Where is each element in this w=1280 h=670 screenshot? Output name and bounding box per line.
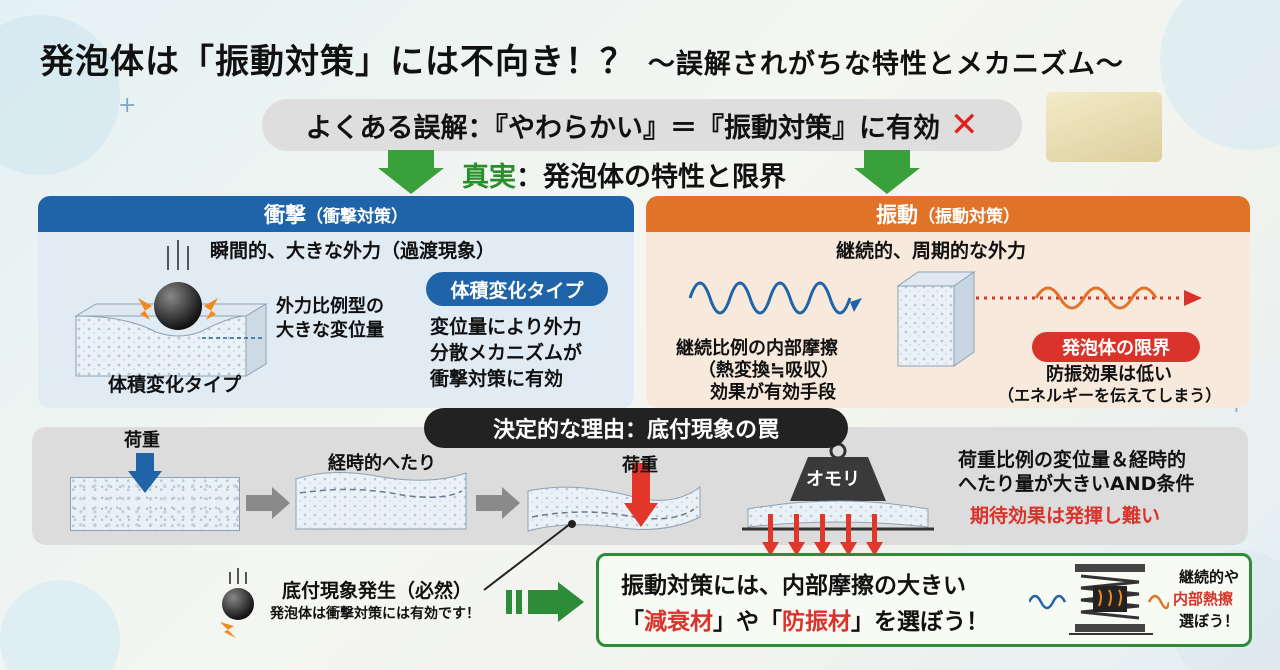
damping-material: 減衰材 — [644, 609, 713, 635]
truth-text: ：発泡体の特性と限界 — [516, 161, 786, 193]
foam-block-fatigued — [295, 472, 467, 530]
quote-open: 「 — [621, 609, 644, 635]
vibration-header-sub: （振動対策） — [918, 206, 1020, 227]
vibration-header: 振動 （振動対策） — [646, 196, 1250, 232]
conclusion-box: 振動対策には、内部摩擦の大きい 「減衰材」や「防振材」を選ぼう！ 継続的や 内部… — [596, 553, 1252, 647]
quote-close: 」 — [713, 609, 736, 635]
falling-ball-icon — [220, 568, 254, 638]
foam-block-bottomed — [527, 485, 701, 532]
callout-line2: 大きな変位量 — [276, 320, 384, 341]
limit-line1: 防振効果は低い — [1046, 364, 1172, 385]
side-line1: 継続的や — [1179, 568, 1240, 586]
conclusion-end: を選ぼう！ — [874, 609, 989, 635]
next-arrow-icon — [476, 487, 520, 519]
next-arrow-icon — [246, 487, 290, 519]
conjunction: や — [736, 609, 759, 635]
foam-label: 体積変化タイプ — [108, 374, 242, 396]
transmitted-wave-icon — [976, 286, 1202, 310]
title-main: 発泡体は「振動対策」には不向き！？ — [40, 42, 635, 82]
foam-photo — [1046, 92, 1162, 162]
down-arrow-icon — [378, 150, 444, 194]
conclusion-line1: 振動対策には、内部摩擦の大きい — [621, 573, 966, 599]
side-line3: 選ぼう！ — [1179, 612, 1240, 630]
anti-vibration-material: 防振材 — [782, 609, 851, 635]
callout-line1: 外力比例型の — [276, 296, 384, 317]
load-label-2: 荷重 — [622, 455, 658, 476]
page-title: 発泡体は「振動対策」には不向き！？ 〜誤解されがちな特性とメカニズム〜 — [40, 34, 1240, 90]
misconception-text: よくある誤解：『やわらかい』＝『振動対策』に有効 — [305, 112, 941, 144]
volume-type-pill: 体積変化タイプ — [426, 272, 608, 306]
load-label: 荷重 — [124, 430, 160, 451]
title-subtitle: 〜誤解されがちな特性とメカニズム〜 — [647, 49, 1124, 80]
foam-block-loaded — [70, 477, 240, 531]
weight-label: オモリ — [806, 469, 860, 490]
misconception-bar: よくある誤解：『やわらかい』＝『振動対策』に有効 ✕ — [262, 99, 1022, 151]
impact-header-sub: （衝撃対策） — [306, 206, 408, 227]
quote-close: 」 — [851, 609, 874, 635]
conclusion-arrow-icon — [506, 582, 584, 622]
foam-limit-pill: 発泡体の限界 — [1032, 332, 1200, 362]
down-arrow-icon — [854, 150, 920, 194]
friction-line3: 効果が有効手段 — [710, 382, 836, 403]
decisive-reason-banner: 決定的な理由：底付現象の罠 — [424, 408, 848, 448]
friction-line2: （熱変換≒吸収） — [698, 360, 840, 381]
transmitted-force-arrows-icon — [762, 514, 883, 556]
wave-icon — [688, 281, 862, 315]
quote-open: 「 — [759, 609, 782, 635]
load-down-arrow-icon — [128, 453, 162, 493]
pointer-line — [483, 520, 576, 591]
impact-description: 瞬間的、大きな外力（過渡現象） — [210, 240, 496, 262]
condition-line1: 荷重比例の変位量＆経時的 — [958, 449, 1187, 471]
fatigue-label: 経時的へたり — [328, 453, 436, 474]
mechanism-line1: 変位量により外力 — [430, 316, 582, 338]
impact-foam-illustration — [74, 240, 268, 377]
condition-line2: へたり量が大きいAND条件 — [958, 473, 1195, 495]
svg-text:+: + — [118, 93, 136, 118]
mechanism-line3: 衝撃対策に有効 — [430, 368, 564, 390]
condition-result: 期待効果は発揮し難い — [970, 505, 1161, 527]
impact-panel: 衝撃 （衝撃対策） 瞬間的、大きな外力（過渡現象） — [38, 196, 634, 408]
load-down-arrow-red-icon — [624, 463, 658, 527]
truth-heading: 真実 ：発泡体の特性と限界 — [462, 152, 842, 196]
impact-header: 衝撃 （衝撃対策） — [38, 196, 634, 232]
foam-cube-illustration — [896, 271, 976, 367]
impact-header-title: 衝撃 — [264, 203, 306, 227]
truth-label: 真実 — [462, 161, 516, 193]
vibration-description: 継続的、周期的な外力 — [836, 240, 1027, 262]
bottoming-title: 底付現象発生（必然） — [282, 580, 473, 602]
vibration-header-title: 振動 — [876, 203, 918, 227]
friction-line1: 継続比例の内部摩擦 — [676, 338, 838, 359]
side-line2: 内部熱擦 — [1173, 590, 1234, 608]
vibration-panel: 振動 （振動対策） 継続的、周期的な外力 継続比例の — [646, 196, 1250, 408]
mechanism-line2: 分散メカニズムが — [430, 342, 583, 364]
conclusion-line2: 「減衰材」や「防振材」を選ぼう！ — [621, 602, 989, 636]
limit-line2: （エネルギーを伝えてしまう） — [998, 386, 1222, 405]
cross-icon: ✕ — [950, 105, 979, 145]
damper-spring-icon — [1029, 564, 1169, 635]
bottoming-note: 発泡体は衝撃対策には有効です！ — [270, 606, 480, 622]
